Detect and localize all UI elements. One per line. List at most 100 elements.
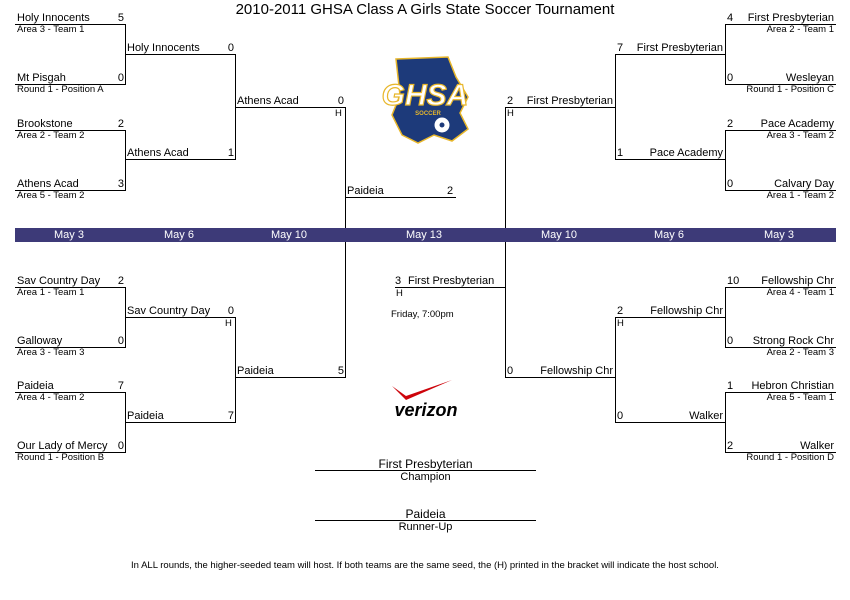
bracket-line xyxy=(505,107,616,108)
team-name: Walker xyxy=(800,440,834,452)
team-score: 1 xyxy=(727,380,734,392)
team-score: 0 xyxy=(117,72,124,84)
team-score: 2 xyxy=(727,440,734,452)
team-seed: Area 4 - Team 2 xyxy=(17,392,85,403)
team-name: Paideia xyxy=(347,185,384,197)
team-name: Paideia xyxy=(127,410,164,422)
date-label: May 6 xyxy=(654,229,684,241)
team-name: First Presbyterian xyxy=(747,12,834,24)
team-seed: Area 3 - Team 1 xyxy=(17,24,85,35)
team-score: 2 xyxy=(507,95,514,107)
bracket-line xyxy=(615,317,616,423)
team-score: 7 xyxy=(227,410,234,422)
team-name: Mt Pisgah xyxy=(17,72,66,84)
team-score: 5 xyxy=(117,12,124,24)
bracket-line xyxy=(725,452,836,453)
team-score: 2 xyxy=(447,185,454,197)
team-name: Athens Acad xyxy=(237,95,299,107)
team-seed: Round 1 - Position C xyxy=(746,84,834,95)
team-name: Fellowship Chr xyxy=(761,275,834,287)
team-name: Pace Academy xyxy=(649,147,723,159)
bracket-line xyxy=(725,347,836,348)
team-score: 1 xyxy=(617,147,624,159)
team-score: 2 xyxy=(727,118,734,130)
bracket-line xyxy=(15,452,126,453)
host-marker: H xyxy=(507,108,514,119)
team-score: 1 xyxy=(227,147,234,159)
runner-up-label: Runner-Up xyxy=(398,521,453,533)
logo-text: GHSA xyxy=(382,79,469,112)
bracket-line xyxy=(125,159,236,160)
team-seed: Area 2 - Team 1 xyxy=(766,24,834,35)
team-score: 0 xyxy=(117,440,124,452)
date-label: May 10 xyxy=(540,229,578,241)
page-title: 2010-2011 GHSA Class A Girls State Socce… xyxy=(235,1,615,18)
team-name: Walker xyxy=(689,410,723,422)
bracket-line xyxy=(15,347,126,348)
team-seed: Area 1 - Team 2 xyxy=(766,190,834,201)
bracket-line xyxy=(15,287,126,288)
team-score: 0 xyxy=(507,365,514,377)
team-seed: Round 1 - Position A xyxy=(17,84,104,95)
team-seed: Area 1 - Team 1 xyxy=(17,287,85,298)
team-name: First Presbyterian xyxy=(408,275,495,287)
bracket-line xyxy=(315,470,536,471)
bracket-line xyxy=(315,520,536,521)
game-time: Friday, 7:00pm xyxy=(391,309,454,320)
team-score: 0 xyxy=(117,335,124,347)
team-score: 0 xyxy=(727,178,734,190)
bracket-line xyxy=(505,377,616,378)
team-name: Galloway xyxy=(17,335,63,347)
bracket-line xyxy=(345,107,346,378)
team-name: Hebron Christian xyxy=(751,380,834,392)
bracket-line xyxy=(125,130,126,191)
bracket-line xyxy=(125,54,236,55)
team-score: 3 xyxy=(117,178,124,190)
bracket-line xyxy=(725,130,836,131)
bracket-line xyxy=(725,130,726,191)
date-label: May 13 xyxy=(405,229,443,241)
bracket-line xyxy=(615,159,726,160)
bracket-line xyxy=(15,24,126,25)
bracket-line xyxy=(725,84,836,85)
team-seed: Area 5 - Team 1 xyxy=(766,392,834,403)
bracket-line xyxy=(615,54,726,55)
team-name: Athens Acad xyxy=(127,147,189,159)
team-name: First Presbyterian xyxy=(526,95,613,107)
logo-subtext: SOCCER xyxy=(415,111,441,117)
team-name: Wesleyan xyxy=(785,72,834,84)
bracket-line xyxy=(15,130,126,131)
team-seed: Area 3 - Team 2 xyxy=(766,130,834,141)
host-marker: H xyxy=(335,108,342,119)
team-seed: Area 3 - Team 3 xyxy=(17,347,85,358)
team-name: Sav Country Day xyxy=(17,275,101,287)
bracket-line xyxy=(15,84,126,85)
team-name: Fellowship Chr xyxy=(650,305,723,317)
date-label: May 3 xyxy=(54,229,84,241)
bracket-line xyxy=(395,287,506,288)
team-score: 0 xyxy=(617,410,624,422)
footer-note: In ALL rounds, the higher-seeded team wi… xyxy=(131,560,719,571)
team-name: Strong Rock Chr xyxy=(752,335,834,347)
host-marker: H xyxy=(396,288,403,299)
team-name: Pace Academy xyxy=(760,118,834,130)
team-score: 7 xyxy=(617,42,624,54)
team-score: 0 xyxy=(727,72,734,84)
team-name: Athens Acad xyxy=(17,178,79,190)
team-score: 3 xyxy=(395,275,402,287)
bracket-line xyxy=(725,392,836,393)
runner-up-name: Paideia xyxy=(405,507,446,521)
team-score: 10 xyxy=(727,275,740,287)
bracket-line xyxy=(235,377,346,378)
verizon-logo: verizon xyxy=(386,380,466,422)
team-name: Fellowship Chr xyxy=(540,365,613,377)
team-name: Sav Country Day xyxy=(127,305,211,317)
team-seed: Area 4 - Team 1 xyxy=(766,287,834,298)
date-label: May 6 xyxy=(164,229,194,241)
sponsor-text: verizon xyxy=(394,400,457,420)
bracket-line xyxy=(235,317,236,423)
team-name: Holy Innocents xyxy=(127,42,200,54)
team-score: 0 xyxy=(727,335,734,347)
team-score: 4 xyxy=(727,12,734,24)
team-seed: Round 1 - Position B xyxy=(17,452,105,463)
